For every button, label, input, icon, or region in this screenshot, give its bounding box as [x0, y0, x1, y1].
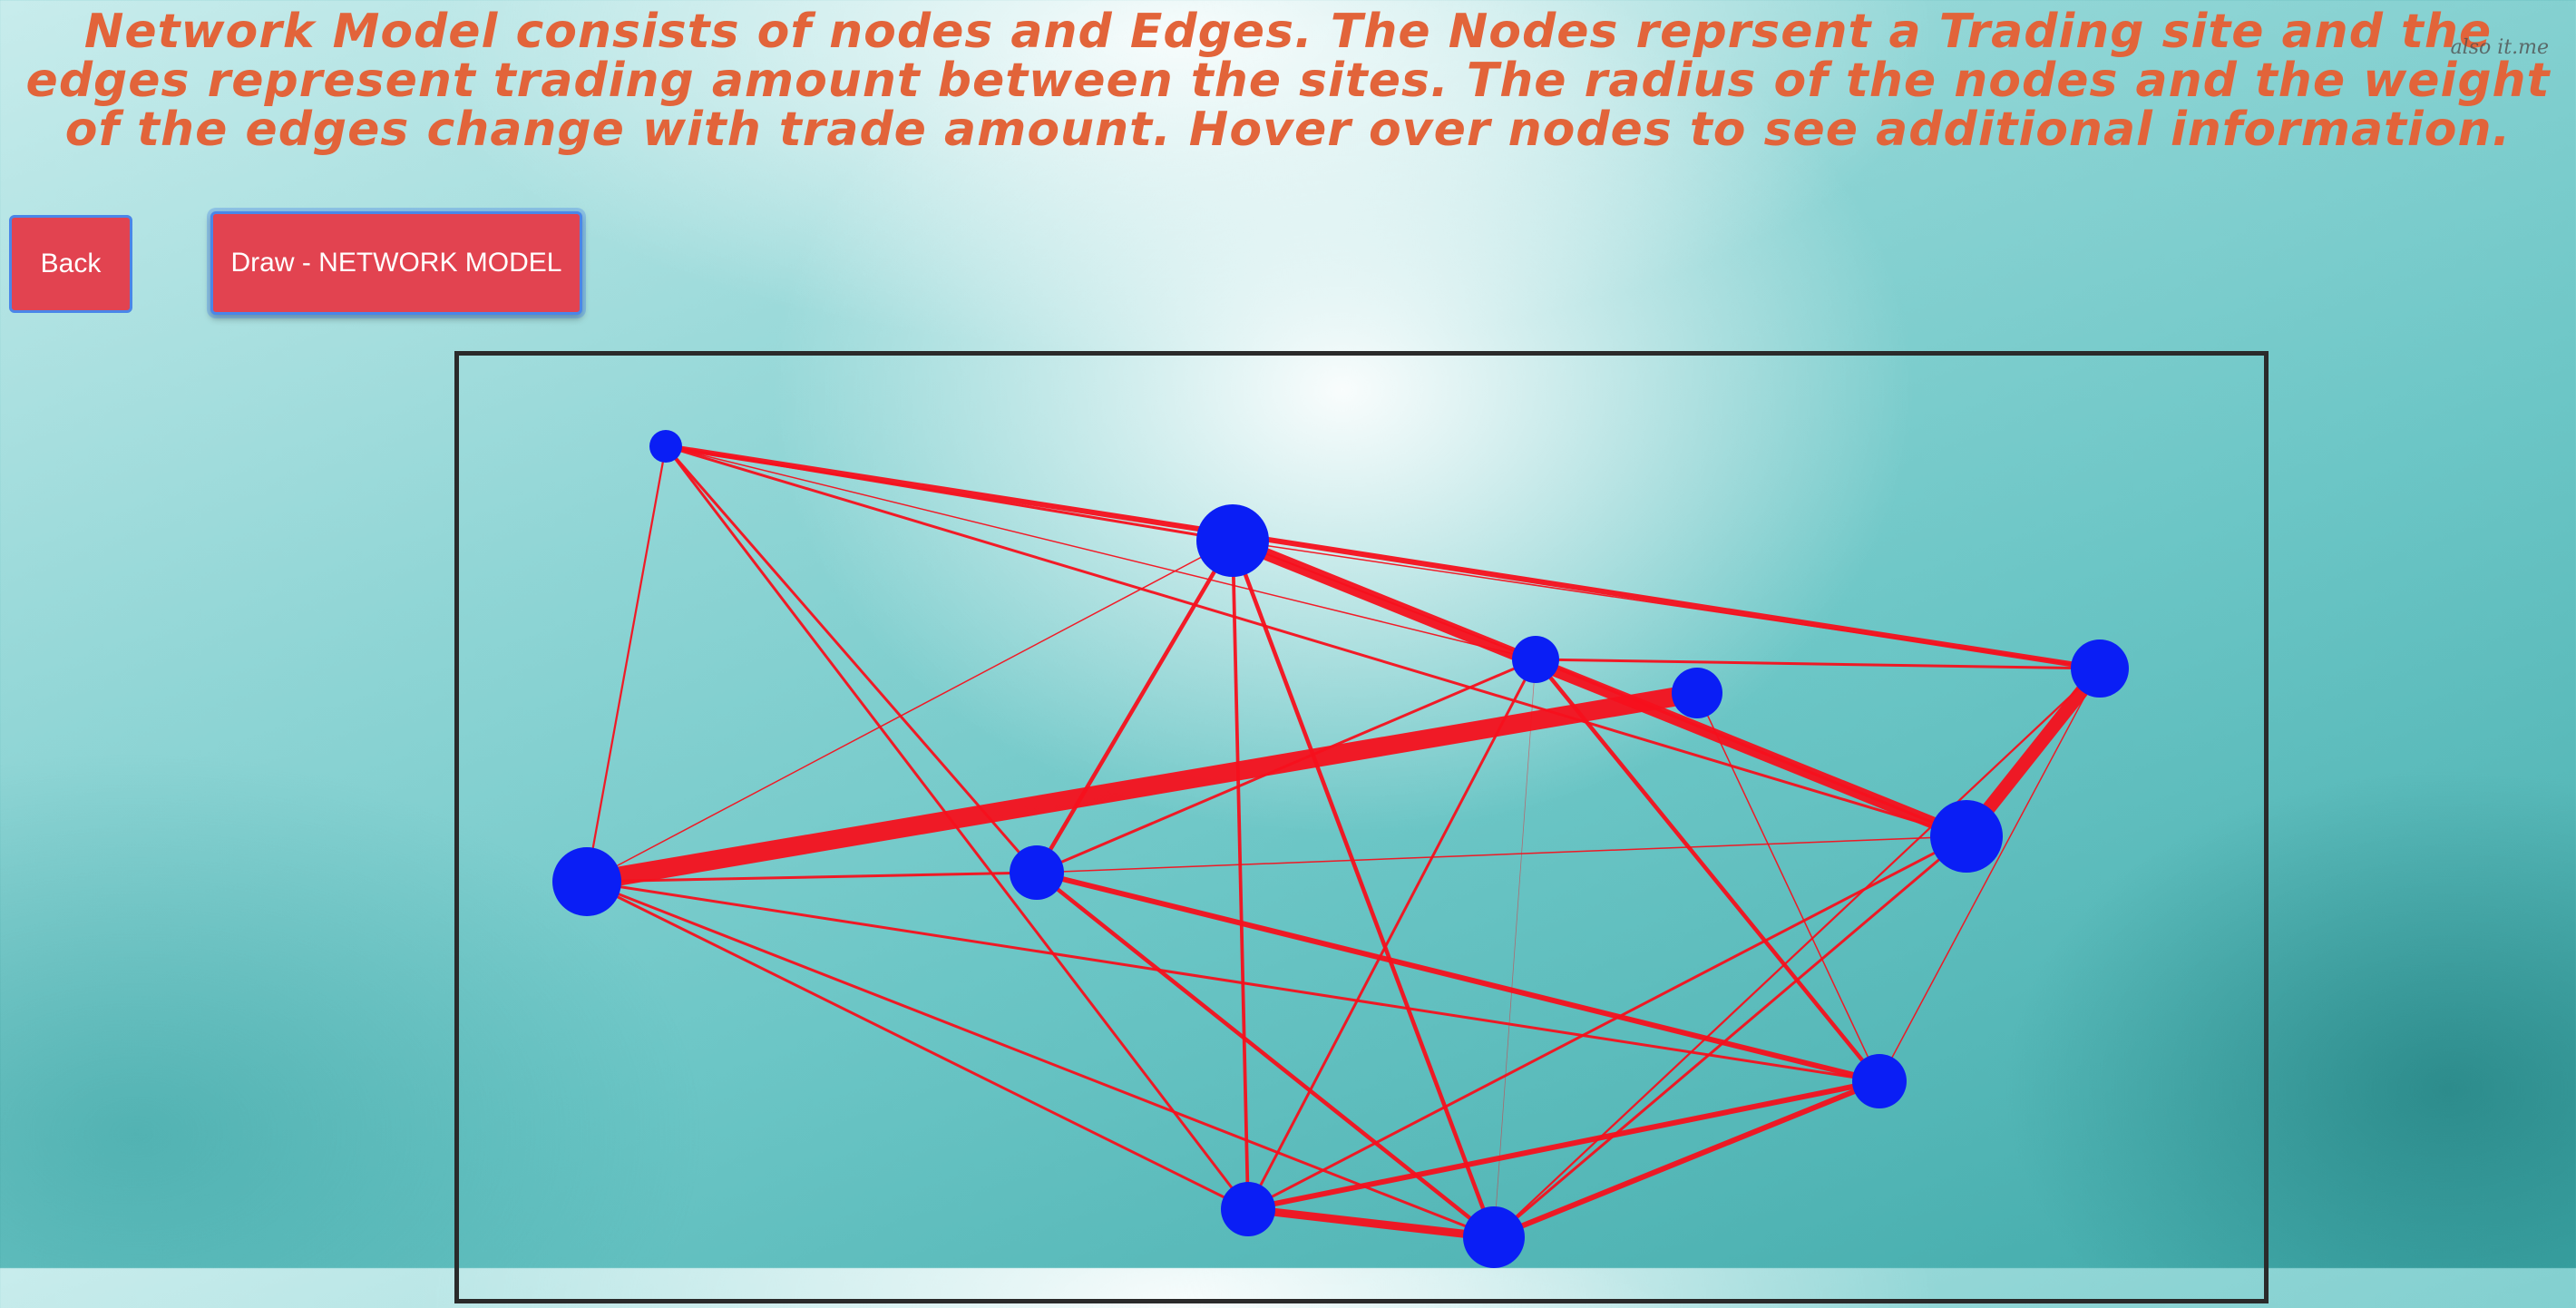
- node-10[interactable]: [1463, 1206, 1525, 1268]
- node-5[interactable]: [2071, 639, 2129, 698]
- network-graph[interactable]: [459, 356, 2264, 1308]
- node-2[interactable]: [1196, 504, 1269, 577]
- edge-4-9: [586, 880, 1249, 1211]
- back-button[interactable]: Back: [9, 215, 132, 313]
- draw-network-model-button[interactable]: Draw - NETWORK MODEL: [210, 211, 582, 315]
- node-1[interactable]: [649, 430, 682, 463]
- edge-3-9: [1246, 659, 1537, 1210]
- edge-8-10: [1493, 835, 1967, 1239]
- edge-4-11: [586, 880, 1880, 1083]
- network-canvas[interactable]: [454, 351, 2269, 1303]
- watermark: also it.me: [2450, 36, 2549, 59]
- edge-3-10: [1493, 659, 1537, 1238]
- edge-2-9: [1231, 540, 1250, 1210]
- edge-4-7: [586, 871, 1038, 883]
- edge-8-9: [1247, 835, 1967, 1211]
- edge-4-6: [585, 683, 1699, 892]
- node-9[interactable]: [1221, 1182, 1275, 1236]
- edge-1-8: [665, 444, 1967, 838]
- node-3[interactable]: [1512, 636, 1559, 683]
- node-4[interactable]: [552, 847, 621, 916]
- node-11[interactable]: [1852, 1054, 1907, 1108]
- edge-5-10: [1493, 668, 2101, 1238]
- edge-5-11: [1878, 668, 2101, 1082]
- edge-9-10: [1247, 1205, 1495, 1242]
- edge-1-4: [585, 445, 668, 883]
- edge-7-8: [1036, 835, 1967, 874]
- edge-2-10: [1230, 540, 1497, 1238]
- edge-3-11: [1534, 658, 1881, 1083]
- edge-10-11: [1492, 1079, 1881, 1240]
- edge-2-5: [1232, 540, 2101, 669]
- edge-1-5: [665, 444, 2101, 671]
- edge-1-3: [665, 445, 1537, 660]
- edge-3-8: [1535, 658, 1967, 838]
- edge-4-10: [586, 880, 1495, 1239]
- edge-6-11: [1696, 692, 1880, 1082]
- edge-9-11: [1247, 1079, 1880, 1212]
- edge-1-7: [664, 445, 1039, 874]
- node-6[interactable]: [1672, 668, 1722, 718]
- node-8[interactable]: [1930, 800, 2003, 873]
- page-description: Network Model consists of nodes and Edge…: [25, 5, 2551, 157]
- edge-2-7: [1035, 539, 1234, 874]
- node-7[interactable]: [1010, 845, 1064, 900]
- edge-2-4: [586, 540, 1234, 883]
- edge-7-11: [1036, 870, 1880, 1084]
- edge-3-5: [1535, 658, 2101, 670]
